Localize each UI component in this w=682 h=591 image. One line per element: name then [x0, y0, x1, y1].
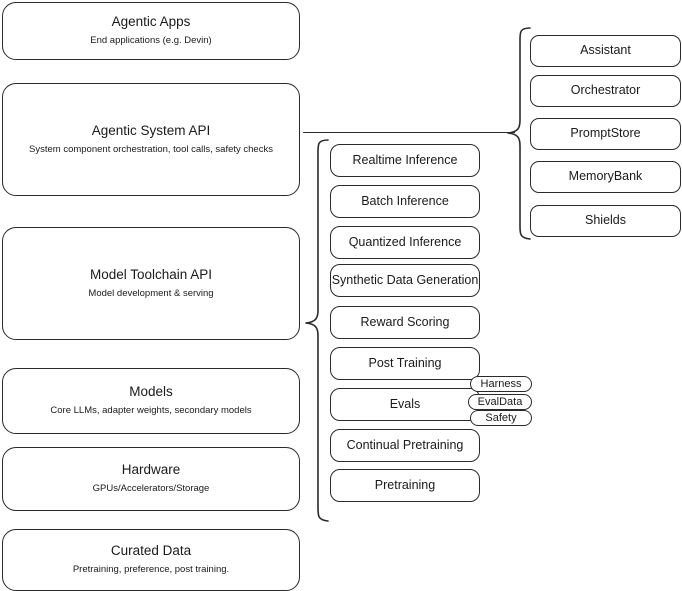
eval-pill-evaldata[interactable]: EvalData: [468, 394, 532, 410]
toolchain-box-synthetic-data-generation[interactable]: Synthetic Data Generation: [330, 264, 480, 297]
agentic-box-memorybank[interactable]: MemoryBank: [530, 161, 681, 193]
toolchain-label: Reward Scoring: [360, 314, 450, 329]
toolchain-label: Quantized Inference: [348, 234, 462, 249]
toolchain-label: Post Training: [368, 355, 442, 370]
layer-subtitle: System component orchestration, tool cal…: [29, 143, 273, 155]
agentic-label: Assistant: [580, 43, 631, 58]
layer-subtitle: Pretraining, preference, post training.: [72, 564, 230, 576]
layer-box-models[interactable]: Models Core LLMs, adapter weights, secon…: [2, 368, 300, 434]
layer-subtitle: Core LLMs, adapter weights, secondary mo…: [50, 405, 252, 417]
toolchain-label: Evals: [389, 396, 421, 411]
agentic-box-shields[interactable]: Shields: [530, 205, 681, 237]
agentic-label: MemoryBank: [568, 169, 643, 184]
brace-agentic-system-components: [507, 27, 531, 240]
layer-title: Agentic Apps: [111, 14, 191, 30]
layer-box-model-toolchain-api[interactable]: Model Toolchain API Model development & …: [2, 227, 300, 340]
layer-subtitle: GPUs/Accelerators/Storage: [92, 483, 210, 495]
agentic-label: Shields: [585, 213, 626, 228]
layer-title: Model Toolchain API: [89, 266, 213, 282]
eval-pill-harness[interactable]: Harness: [470, 376, 532, 392]
toolchain-label: Realtime Inference: [352, 152, 458, 167]
toolchain-box-quantized-inference[interactable]: Quantized Inference: [330, 226, 480, 259]
toolchain-box-post-training[interactable]: Post Training: [330, 347, 480, 380]
toolchain-box-realtime-inference[interactable]: Realtime Inference: [330, 144, 480, 177]
layer-box-agentic-apps[interactable]: Agentic Apps End applications (e.g. Devi…: [2, 2, 300, 60]
layer-subtitle: Model development & serving: [88, 287, 214, 299]
layer-box-curated-data[interactable]: Curated Data Pretraining, preference, po…: [2, 529, 300, 591]
eval-pill-safety[interactable]: Safety: [470, 410, 532, 426]
layer-subtitle: End applications (e.g. Devin): [90, 35, 212, 47]
agentic-box-assistant[interactable]: Assistant: [530, 35, 681, 67]
toolchain-label: Continual Pretraining: [346, 437, 464, 452]
toolchain-label: Pretraining: [374, 477, 436, 492]
toolchain-box-reward-scoring[interactable]: Reward Scoring: [330, 306, 480, 339]
layer-box-hardware[interactable]: Hardware GPUs/Accelerators/Storage: [2, 447, 300, 511]
toolchain-box-pretraining[interactable]: Pretraining: [330, 469, 480, 502]
agentic-label: PromptStore: [570, 126, 641, 141]
toolchain-box-evals[interactable]: Evals: [330, 388, 480, 421]
agentic-box-promptstore[interactable]: PromptStore: [530, 118, 681, 150]
agentic-label: Orchestrator: [570, 83, 641, 98]
toolchain-box-batch-inference[interactable]: Batch Inference: [330, 185, 480, 218]
toolchain-box-continual-pretraining[interactable]: Continual Pretraining: [330, 429, 480, 462]
toolchain-label: Batch Inference: [361, 193, 449, 208]
brace-model-toolchain: [305, 139, 329, 522]
layer-title: Hardware: [121, 462, 181, 478]
toolchain-label: Synthetic Data Generation: [331, 272, 479, 287]
layer-title: Agentic System API: [91, 122, 211, 138]
layer-title: Models: [129, 384, 173, 400]
layer-box-agentic-system-api[interactable]: Agentic System API System component orch…: [2, 83, 300, 196]
connector-agentic-system-to-components: [303, 132, 515, 134]
layer-title: Curated Data: [110, 543, 192, 559]
agentic-box-orchestrator[interactable]: Orchestrator: [530, 75, 681, 107]
